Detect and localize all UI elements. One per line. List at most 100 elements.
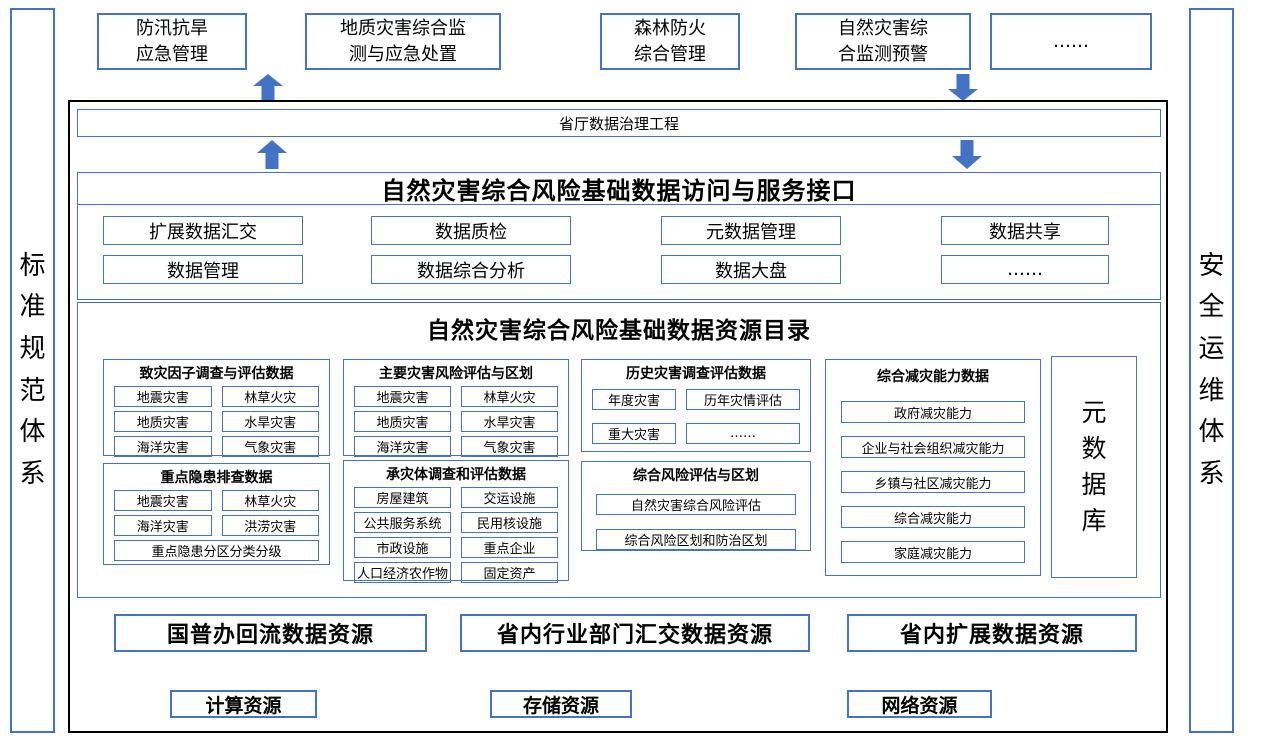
data-chip: 自然灾害综合风险评估 <box>596 494 796 515</box>
arrow-down-icon <box>948 74 978 101</box>
data-chip: 海洋灾害 <box>114 515 212 536</box>
data-chip: 市政设施 <box>354 537 451 558</box>
data-chip: 历年灾情评估 <box>686 389 800 410</box>
app-box-geological-disaster: 地质灾害综合监 测与应急处置 <box>305 13 501 70</box>
app-label-more: …… <box>1053 30 1089 52</box>
datasource-label: 省内扩展数据资源 <box>899 623 1084 648</box>
group-grid: 地震灾害 林草火灾 地质灾害 水旱灾害 海洋灾害 气象灾害 <box>104 386 329 457</box>
metadata-database-box: 元数据库 <box>1051 356 1137 578</box>
data-chip: 重点隐患分区分类分级 <box>114 540 319 561</box>
arrow-down-icon <box>952 140 982 169</box>
data-chip: 地震灾害 <box>354 386 451 407</box>
pillar-standards-label: 标准规范体系 <box>19 250 46 489</box>
resource-label: 计算资源 <box>205 694 282 717</box>
pillar-security-ops-label: 安全运维体系 <box>1198 250 1225 489</box>
group-title: 重点隐患排查数据 <box>160 470 273 486</box>
app-box-flood-drought: 防汛抗旱 应急管理 <box>97 13 247 70</box>
app-box-disaster-monitor-warning: 自然灾害综 合监测预警 <box>795 13 971 70</box>
app-label-disaster-monitor-warning: 自然灾害综 合监测预警 <box>838 18 928 65</box>
resource-storage: 存储资源 <box>490 690 632 718</box>
service-metadata-management: 元数据管理 <box>661 216 841 245</box>
pillar-standards-system: 标准规范体系 <box>10 8 55 733</box>
data-chip: 重大灾害 <box>592 423 676 444</box>
pillar-security-ops-system: 安全运维体系 <box>1189 8 1234 733</box>
arrow-up-icon <box>257 140 287 169</box>
group-hazard-factor-survey: 致灾因子调查与评估数据 地震灾害 林草火灾 地质灾害 水旱灾害 海洋灾害 气象灾… <box>103 359 330 457</box>
data-chip: 固定资产 <box>461 562 558 583</box>
group-grid: 地震灾害 林草火灾 海洋灾害 洪涝灾害 <box>104 490 329 536</box>
service-label: 数据管理 <box>167 260 239 282</box>
data-resource-catalog: 自然灾害综合风险基础数据资源目录 致灾因子调查与评估数据 地震灾害 林草火灾 地… <box>77 302 1161 598</box>
app-box-forest-fire: 森林防火 综合管理 <box>600 13 740 70</box>
app-label-forest-fire: 森林防火 综合管理 <box>634 18 706 65</box>
data-chip: 地质灾害 <box>114 411 212 432</box>
governance-bar-label: 省厅数据治理工程 <box>558 114 679 133</box>
data-chip: 水旱灾害 <box>461 411 558 432</box>
group-major-disaster-risk: 主要灾害风险评估与区划 地震灾害 林草火灾 地质灾害 水旱灾害 海洋灾害 气象灾… <box>343 359 569 457</box>
group-title: 历史灾害调查评估数据 <box>626 366 766 382</box>
data-chip: 房屋建筑 <box>354 487 451 508</box>
data-chip: …… <box>686 423 800 444</box>
data-chip: 企业与社会组织减灾能力 <box>841 436 1025 458</box>
service-data-sharing: 数据共享 <box>941 216 1109 245</box>
group-key-hidden-danger: 重点隐患排查数据 地震灾害 林草火灾 海洋灾害 洪涝灾害 重点隐患分区分类分级 <box>103 463 330 565</box>
data-chip: 林草火灾 <box>221 490 319 511</box>
service-label: 数据质检 <box>435 221 507 243</box>
datasource-national-census-office: 国普办回流数据资源 <box>114 614 427 652</box>
service-label: 元数据管理 <box>706 221 796 243</box>
service-data-dashboard: 数据大盘 <box>661 255 841 284</box>
group-title: 综合减灾能力数据 <box>877 369 989 385</box>
data-chip: 人口经济农作物 <box>354 562 451 583</box>
group-title: 承灾体调查和评估数据 <box>386 467 526 483</box>
datasource-label: 国普办回流数据资源 <box>166 623 374 648</box>
data-chip: 公共服务系统 <box>354 512 451 533</box>
group-disaster-bearing-body: 承灾体调查和评估数据 房屋建筑 交运设施 公共服务系统 民用核设施 市政设施 重… <box>343 460 569 583</box>
data-chip: 家庭减灾能力 <box>841 541 1025 563</box>
data-chip: 交运设施 <box>461 487 558 508</box>
arrow-up-icon <box>253 74 283 101</box>
resource-label: 存储资源 <box>522 694 599 717</box>
data-chip: 地震灾害 <box>114 490 212 511</box>
data-chip: 综合风险区划和防治区划 <box>596 529 796 550</box>
datasource-provincial-extended: 省内扩展数据资源 <box>847 614 1137 652</box>
data-chip: 海洋灾害 <box>354 436 451 457</box>
data-chip: 海洋灾害 <box>114 436 212 457</box>
resource-label: 网络资源 <box>881 694 958 717</box>
data-chip: 林草火灾 <box>461 386 558 407</box>
service-data-quality-check: 数据质检 <box>371 216 571 245</box>
metadata-database-label: 元数据库 <box>1081 397 1107 536</box>
data-chip: 水旱灾害 <box>221 411 319 432</box>
service-extended-data-submission: 扩展数据汇交 <box>103 216 303 245</box>
service-layer: 扩展数据汇交 数据质检 元数据管理 数据共享 数据管理 数据综合分析 数据大盘 … <box>77 204 1161 300</box>
group-comprehensive-risk: 综合风险评估与区划 自然灾害综合风险评估 综合风险区划和防治区划 <box>581 461 811 551</box>
group-title: 主要灾害风险评估与区划 <box>379 366 533 382</box>
group-title: 致灾因子调查与评估数据 <box>139 366 294 382</box>
data-chip: 林草火灾 <box>221 386 319 407</box>
service-data-analysis: 数据综合分析 <box>371 255 571 284</box>
datasource-provincial-departments: 省内行业部门汇交数据资源 <box>460 614 810 652</box>
data-chip: 民用核设施 <box>461 512 558 533</box>
data-chip: 年度灾害 <box>592 389 676 410</box>
data-chip: 地质灾害 <box>354 411 451 432</box>
data-chip: 乡镇与社区减灾能力 <box>841 471 1025 493</box>
group-disaster-reduction-capability: 综合减灾能力数据 政府减灾能力 企业与社会组织减灾能力 乡镇与社区减灾能力 综合… <box>825 359 1041 576</box>
data-service-interface-title: 自然灾害综合风险基础数据访问与服务接口 <box>381 177 857 205</box>
service-label: …… <box>1007 259 1043 280</box>
data-chip: 洪涝灾害 <box>221 515 319 536</box>
catalog-title: 自然灾害综合风险基础数据资源目录 <box>427 318 811 344</box>
governance-bar: 省厅数据治理工程 <box>77 109 1161 137</box>
app-label-flood-drought: 防汛抗旱 应急管理 <box>136 18 208 65</box>
group-historical-disaster: 历史灾害调查评估数据 年度灾害 历年灾情评估 重大灾害 …… <box>581 359 811 452</box>
data-chip: 重点企业 <box>461 537 558 558</box>
group-title: 综合风险评估与区划 <box>633 468 759 484</box>
service-label: 数据大盘 <box>715 260 787 282</box>
service-label: 数据综合分析 <box>417 260 525 282</box>
data-chip: 气象灾害 <box>461 436 558 457</box>
data-chip: 地震灾害 <box>114 386 212 407</box>
resource-computing: 计算资源 <box>170 690 317 718</box>
datasource-label: 省内行业部门汇交数据资源 <box>496 623 773 648</box>
app-box-more: …… <box>990 13 1152 70</box>
group-grid: 年度灾害 历年灾情评估 重大灾害 …… <box>582 386 810 444</box>
group-grid: 房屋建筑 交运设施 公共服务系统 民用核设施 市政设施 重点企业 人口经济农作物… <box>344 487 568 583</box>
